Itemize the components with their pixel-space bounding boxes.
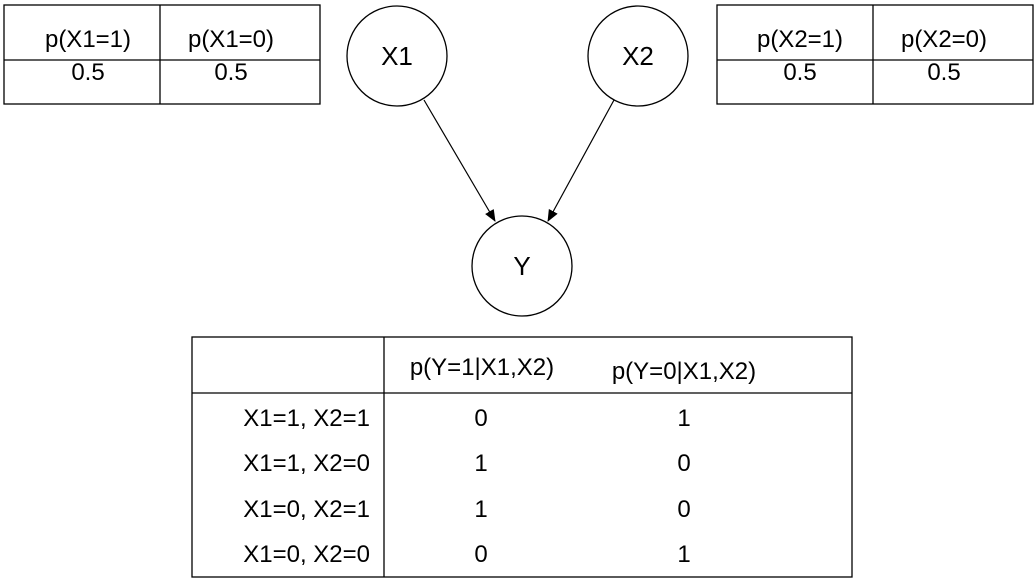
node-y-label: Y xyxy=(513,251,530,281)
node-y: Y xyxy=(471,215,573,317)
prior-table-x2-border xyxy=(716,4,1034,105)
cpt-cell-y0: 0 xyxy=(677,496,690,523)
prior-x1-value-0: 0.5 xyxy=(214,59,247,86)
node-x1: X1 xyxy=(346,5,448,107)
prior-x1-value-1: 0.5 xyxy=(71,59,104,86)
node-y-circle xyxy=(471,215,573,317)
cpt-table-border xyxy=(191,336,853,578)
node-x2-label: X2 xyxy=(622,41,654,71)
prior-table-x1: p(X1=1) p(X1=0) 0.5 0.5 xyxy=(3,4,321,105)
prior-x1-header-1: p(X1=1) xyxy=(45,26,131,53)
cpt-cell-y1: 0 xyxy=(474,541,487,568)
node-x2-circle xyxy=(587,5,689,107)
node-x2: X2 xyxy=(587,5,689,107)
edge-x2-to-y xyxy=(547,99,615,222)
node-x1-circle xyxy=(346,5,448,107)
cpt-row-label: X1=0, X2=0 xyxy=(243,541,370,568)
cpt-cell-y0: 1 xyxy=(677,541,690,568)
prior-table-x1-border xyxy=(3,4,321,105)
prior-x2-header-1: p(X2=1) xyxy=(757,26,843,53)
prior-x2-value-0: 0.5 xyxy=(927,59,960,86)
node-x1-label: X1 xyxy=(381,41,413,71)
cpt-cell-y1: 1 xyxy=(474,450,487,477)
cpt-table: p(Y=1|X1,X2) p(Y=0|X1,X2) X1=1, X2=1 0 1… xyxy=(191,336,853,578)
prior-table-x2: p(X2=1) p(X2=0) 0.5 0.5 xyxy=(716,4,1034,105)
cpt-row-label: X1=1, X2=1 xyxy=(243,405,370,432)
prior-x2-value-1: 0.5 xyxy=(783,59,816,86)
cpt-cell-y0: 0 xyxy=(677,450,690,477)
cpt-cell-y1: 0 xyxy=(474,405,487,432)
prior-x2-header-0: p(X2=0) xyxy=(901,26,987,53)
prior-x1-header-0: p(X1=0) xyxy=(188,26,274,53)
cpt-row-label: X1=1, X2=0 xyxy=(243,450,370,477)
cpt-row-label: X1=0, X2=1 xyxy=(243,496,370,523)
edge-x1-to-y xyxy=(423,99,496,222)
cpt-header-y1: p(Y=1|X1,X2) xyxy=(410,354,554,381)
cpt-header-y0: p(Y=0|X1,X2) xyxy=(612,358,756,385)
cpt-cell-y1: 1 xyxy=(474,496,487,523)
cpt-cell-y0: 1 xyxy=(677,405,690,432)
